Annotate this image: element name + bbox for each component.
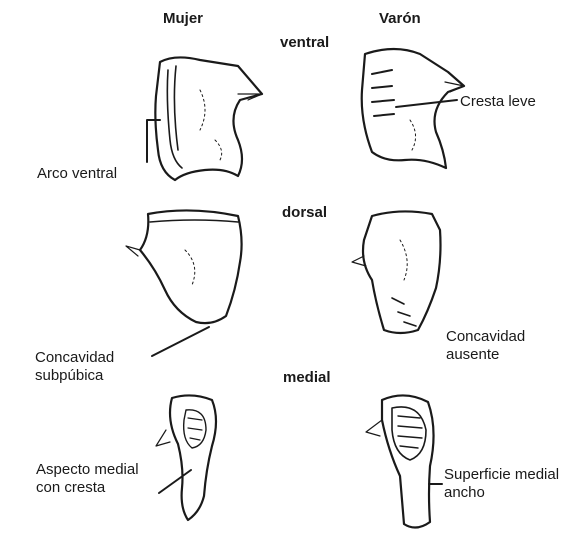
annotation-concavidad-subpubica-line2: subpúbica (35, 367, 103, 385)
male-ventral-bone (362, 49, 464, 168)
female-column-title: Mujer (163, 10, 203, 28)
view-label-medial: medial (283, 369, 331, 387)
male-column-title: Varón (379, 10, 421, 28)
male-medial-bone (366, 395, 434, 527)
annotation-superficie-medial-line1: Superficie medial (444, 466, 559, 484)
annotation-aspecto-medial-line2: con cresta (36, 479, 105, 497)
male-dorsal-bone (352, 211, 441, 333)
annotation-concavidad-ausente-line2: ausente (446, 346, 499, 364)
concavidad-subpubica-leader (152, 327, 209, 356)
annotation-arco-ventral: Arco ventral (37, 165, 117, 183)
female-ventral-bone (155, 57, 262, 180)
annotation-concavidad-ausente-line1: Concavidad (446, 328, 525, 346)
view-label-dorsal: dorsal (282, 204, 327, 222)
annotation-superficie-medial-line2: ancho (444, 484, 485, 502)
annotation-aspecto-medial-line1: Aspecto medial (36, 461, 139, 479)
female-medial-bone (156, 395, 216, 520)
annotation-concavidad-subpubica-line1: Concavidad (35, 349, 114, 367)
female-dorsal-bone (126, 210, 242, 323)
annotation-cresta-leve: Cresta leve (460, 93, 536, 111)
view-label-ventral: ventral (280, 34, 329, 52)
